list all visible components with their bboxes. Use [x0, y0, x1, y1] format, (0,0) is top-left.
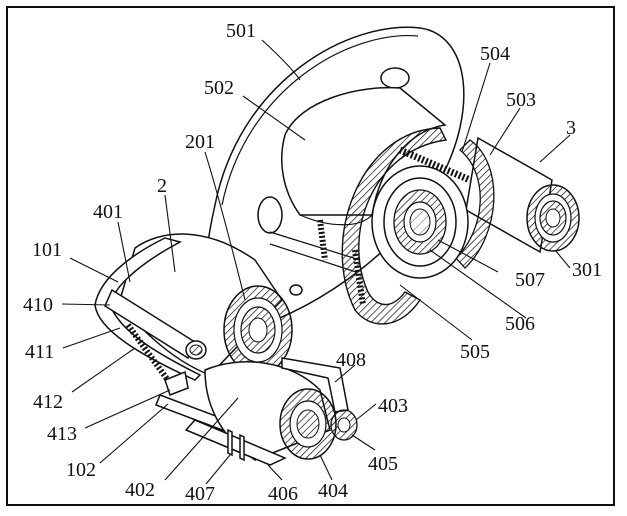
- label-503: 503: [506, 89, 536, 111]
- label-411: 411: [25, 341, 54, 363]
- label-505: 505: [460, 341, 490, 363]
- label-402: 402: [125, 479, 155, 501]
- label-502: 502: [204, 77, 234, 99]
- label-410: 410: [23, 294, 53, 316]
- hub-506: [371, 165, 469, 279]
- label-403: 403: [378, 395, 408, 417]
- label-2: 2: [157, 175, 167, 197]
- label-401: 401: [93, 201, 123, 223]
- label-101: 101: [32, 239, 62, 261]
- label-102: 102: [66, 459, 96, 481]
- label-506: 506: [505, 313, 535, 335]
- label-405: 405: [368, 453, 398, 475]
- label-407: 407: [185, 483, 215, 505]
- roller-402: [204, 361, 337, 461]
- label-507: 507: [515, 269, 545, 291]
- label-201: 201: [185, 131, 215, 153]
- spring-504: [398, 146, 472, 184]
- label-406: 406: [268, 483, 298, 505]
- leader-lines: [61, 39, 571, 485]
- reference-labels: 501 504 503 502 3 201 2 401 101 410 411 …: [23, 20, 602, 505]
- spring-412: [125, 323, 189, 396]
- ring-503: [455, 139, 495, 269]
- label-3: 3: [566, 117, 576, 139]
- connecting-rods: [269, 219, 361, 273]
- arm-408: [281, 357, 358, 441]
- base-plate-406: [184, 419, 287, 466]
- label-413: 413: [47, 423, 77, 445]
- label-412: 412: [33, 391, 63, 413]
- shaft-410: [104, 288, 207, 360]
- label-301: 301: [572, 259, 602, 281]
- label-501: 501: [226, 20, 256, 42]
- label-404: 404: [318, 480, 348, 502]
- label-504: 504: [480, 43, 510, 65]
- label-408: 408: [336, 349, 366, 371]
